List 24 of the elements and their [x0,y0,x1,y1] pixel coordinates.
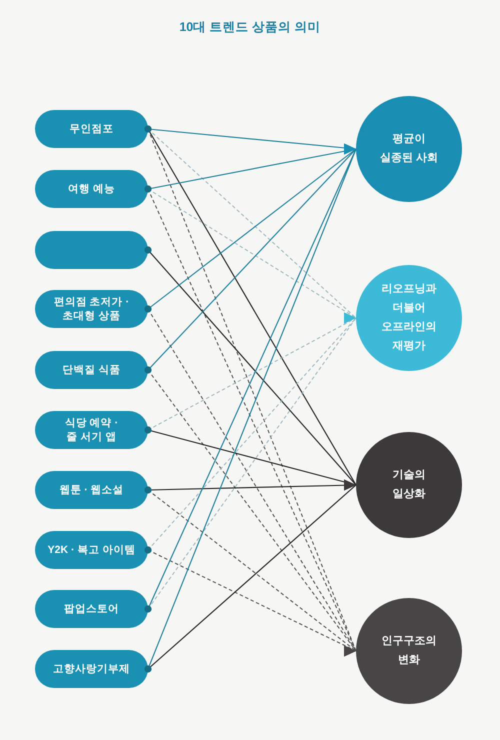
category-pill [35,650,148,688]
category-pill [35,411,148,449]
theme-label: 리오프닝과 더불어 오프라인의 재평가 [380,282,438,354]
category-pill [35,290,148,328]
category-pill [35,231,148,269]
theme-label: 기술의 일상화 [392,468,426,502]
category-label: 여행 예능 [68,182,115,196]
category-label: 식당 예약 · 줄 서기 앱 [64,416,120,444]
category-label: 편의점 초저가 · 초대형 상품 [52,295,130,323]
category-label: 고향사랑기부제 [53,662,130,676]
category-pill [35,110,148,148]
category-label: 단백질 식품 [62,363,120,377]
category-pill [35,351,148,389]
category-pill [35,531,148,569]
theme-label: 평균이 실종된 사회 [378,132,440,166]
category-label: 무인점포 [70,122,114,136]
diagram-title: 10대 트렌드 상품의 의미 [179,19,321,36]
theme-label: 인구구조의 변화 [380,634,438,668]
category-label: 웹툰 · 웹소설 [59,483,124,497]
category-pill [35,471,148,509]
category-label: Y2K · 복고 아이템 [48,543,136,557]
category-label: 팝업스토어 [64,602,119,616]
category-pill [35,590,148,628]
category-pill [35,170,148,208]
